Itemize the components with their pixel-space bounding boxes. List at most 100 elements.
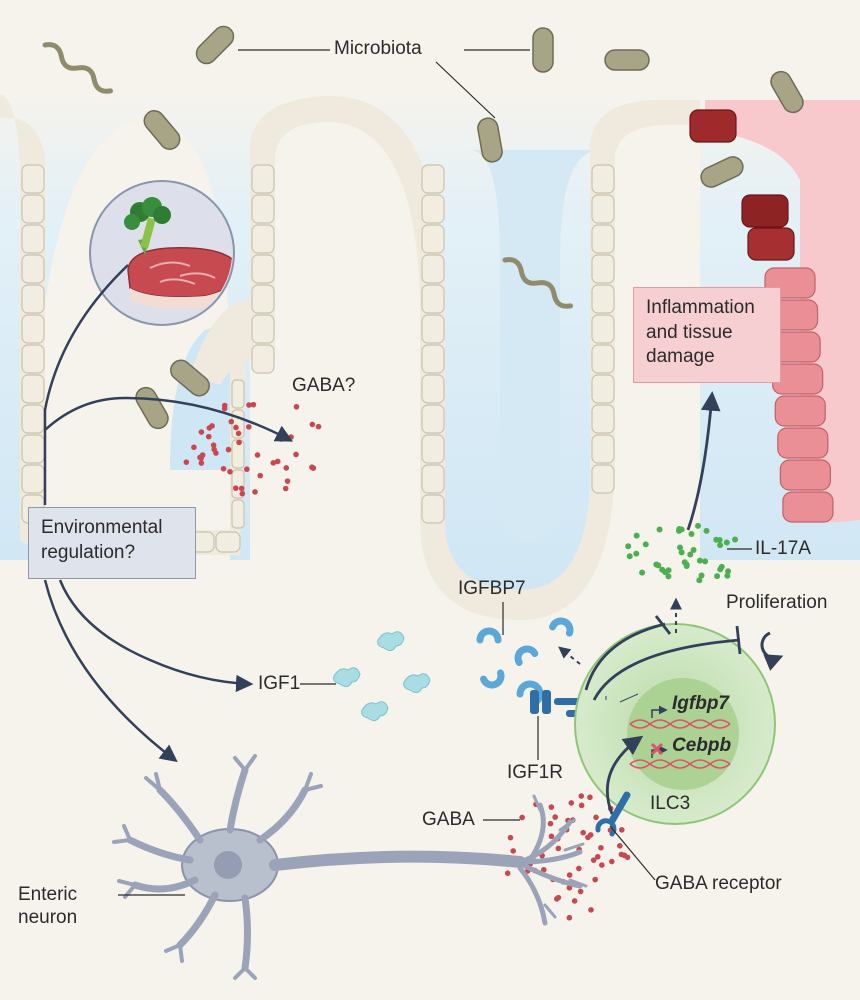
epithelial-cell: [21, 374, 45, 404]
il17a-dot: [713, 536, 720, 543]
gaba-question-label: GABA?: [292, 375, 356, 396]
epithelial-cell: [421, 194, 445, 224]
gaba-dot: [199, 452, 206, 458]
il17a-dot: [677, 544, 684, 551]
inflammation-line-3: damage: [646, 346, 715, 368]
damaged-cell: [741, 194, 789, 228]
gaba-dot: [593, 814, 599, 821]
epithelial-cell: [21, 224, 45, 254]
gaba-dot: [588, 907, 594, 913]
gaba-dot: [555, 845, 562, 852]
gaba-dot: [624, 854, 631, 861]
epithelial-cell: [21, 434, 45, 464]
bacterium: [143, 110, 181, 150]
gaba-dot: [257, 472, 264, 479]
gaba-dot: [246, 424, 252, 430]
inflamed-epithelium: [689, 100, 860, 523]
il17a-dot: [642, 541, 649, 548]
il17a-dot: [683, 563, 690, 570]
inflamed-cell: [779, 459, 831, 491]
inflamed-cell: [782, 491, 834, 523]
gaba-dot: [211, 446, 217, 453]
gaba-dot: [191, 444, 197, 451]
epithelial-cell: [21, 194, 45, 224]
bacterium: [170, 359, 210, 397]
il17a-dot: [690, 546, 697, 553]
epithelial-cell: [251, 164, 275, 194]
gaba-dot: [283, 465, 290, 471]
bacterium: [700, 156, 744, 188]
gaba-dot: [598, 844, 604, 851]
il17a-dot: [724, 572, 731, 579]
proliferation-label: Proliferation: [726, 592, 828, 613]
il17a-dot: [656, 526, 663, 533]
epithelial-cell: [21, 284, 45, 314]
ilc3-label: ILC3: [650, 793, 691, 814]
igf1-label: IGF1: [258, 673, 301, 694]
gaba-dot: [243, 466, 250, 473]
gaba-dot: [566, 914, 573, 921]
gaba-dot: [274, 458, 281, 465]
gaba-dot: [568, 800, 575, 806]
microbial-gaba-dots: [183, 401, 322, 497]
il17a-dot: [703, 527, 710, 534]
il17a-dot: [633, 532, 640, 539]
gaba-dot: [578, 802, 585, 809]
il17a-dot: [688, 530, 695, 537]
igf1r-label: IGF1R: [507, 762, 563, 783]
diet-circle: [89, 180, 235, 326]
il17a-dot: [676, 525, 683, 532]
il17a-dot: [714, 573, 721, 580]
epithelial-cell: [591, 164, 615, 194]
gaba-dot: [547, 820, 554, 827]
epithelial-cell: [21, 464, 45, 494]
epithelial-cell: [591, 374, 615, 404]
epithelial-cell: [591, 404, 615, 434]
gaba-dot: [250, 401, 257, 408]
gaba-dot: [587, 794, 593, 801]
gaba-dot: [236, 439, 242, 446]
gaba-dot: [228, 418, 235, 425]
gaba-dot: [310, 465, 317, 471]
gaba-dot: [246, 402, 252, 408]
inflammation-line-2: and tissue: [646, 321, 733, 343]
il17a-dot: [732, 536, 739, 543]
epithelial-cell: [421, 434, 445, 464]
gaba-dot: [580, 829, 586, 836]
gaba-dot: [599, 862, 605, 868]
epithelial-cell: [251, 284, 275, 314]
enteric-neuron-line-1: Enteric: [18, 884, 78, 905]
gaba-dot: [618, 827, 625, 833]
gaba-dot: [235, 430, 242, 437]
bacterium: [135, 386, 169, 430]
bacterium: [770, 70, 804, 114]
epithelial-cell: [421, 404, 445, 434]
epithelial-cell: [421, 224, 445, 254]
epithelial-cell: [21, 404, 45, 434]
il17a-dot: [687, 551, 694, 558]
gaba-dot: [238, 485, 245, 492]
il17a-dot: [695, 522, 702, 529]
il17a-dot: [665, 573, 672, 580]
epithelial-cell: [251, 254, 275, 284]
damaged-cell: [747, 227, 795, 261]
il17a-dot: [696, 577, 703, 584]
il17a-dot: [723, 539, 730, 546]
spiral-bacterium: [502, 257, 574, 309]
igfbp7-molecules: [476, 617, 574, 689]
microbiota-bacteria: [42, 25, 804, 430]
il17a-dot: [702, 558, 709, 565]
epithelial-cell: [215, 531, 241, 553]
epithelial-cell: [591, 224, 615, 254]
gaba-dot: [183, 459, 190, 465]
damaged-cell: [689, 109, 737, 143]
ilc3-signalling-arrows: [584, 615, 742, 815]
gaba-dot: [239, 490, 246, 497]
microbiota-label: Microbiota: [334, 38, 422, 59]
epithelial-cell: [251, 224, 275, 254]
gaba-dot: [577, 888, 584, 895]
il17a-dot: [717, 566, 724, 573]
gaba-dot: [205, 433, 212, 440]
il17a-dot: [625, 543, 632, 550]
